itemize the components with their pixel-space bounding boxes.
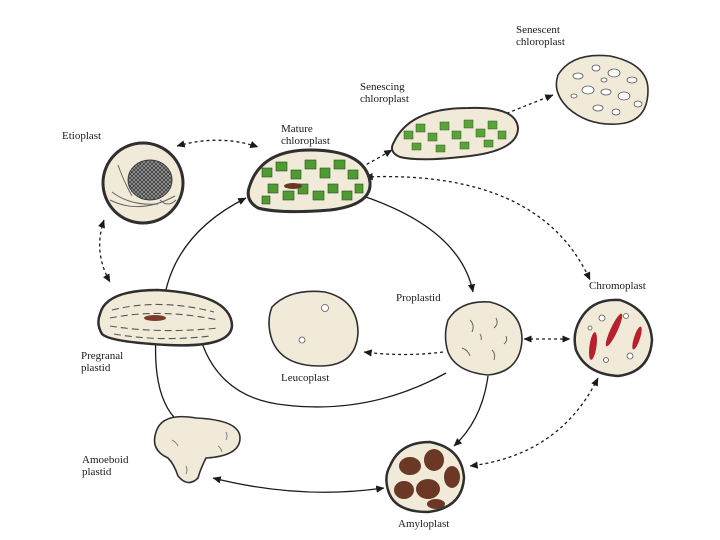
arrow-mature-chromoplast [364,173,591,281]
arrow-pregranal-mature [164,197,247,295]
senescent-chloroplast-shape [555,54,649,125]
label-amyloplast: Amyloplast [398,518,450,530]
label-leucoplast: Leucoplast [281,372,330,384]
arrow-proplastid-leucoplast [363,349,444,357]
arrow-etioplast-pregranal [98,219,111,283]
label-etioplast: Etioplast [62,130,102,142]
arrow-proplastid-amyloplast [453,375,489,447]
arrow-chromoplast-amyloplast [469,377,599,469]
arrow-mature-proplastid [359,194,476,293]
pregranal-plastid-shape [97,288,234,347]
label-amoeboid-plastid: Amoeboid plastid [82,454,129,478]
arrow-proplastid-pregranal [196,329,447,408]
label-senescing-chloroplast: Senescing chloroplast [360,81,409,105]
mature-chloroplast-shape [246,148,372,214]
label-proplastid: Proplastid [396,292,441,304]
arrow-etioplast-mature [176,139,259,148]
chromoplast-shape [573,298,654,378]
arrow-amoeboid-amyloplast [212,476,385,493]
etioplast-shape [101,141,185,225]
label-pregranal-plastid: Pregranal plastid [81,350,124,374]
arrow-amoeboid-pregranal [151,334,185,427]
leucoplast-shape [268,290,359,367]
proplastid-shape [444,301,523,376]
senescing-chloroplast-shape [391,106,520,161]
label-mature-chloroplast: Mature chloroplast [281,123,330,147]
label-chromoplast: Chromoplast [589,280,646,292]
amyloplast-shape [385,440,466,514]
amoeboid-plastid-shape [153,415,241,484]
label-senescent-chloroplast: Senescent chloroplast [516,24,565,48]
arrow-mature-senescing [355,149,393,171]
